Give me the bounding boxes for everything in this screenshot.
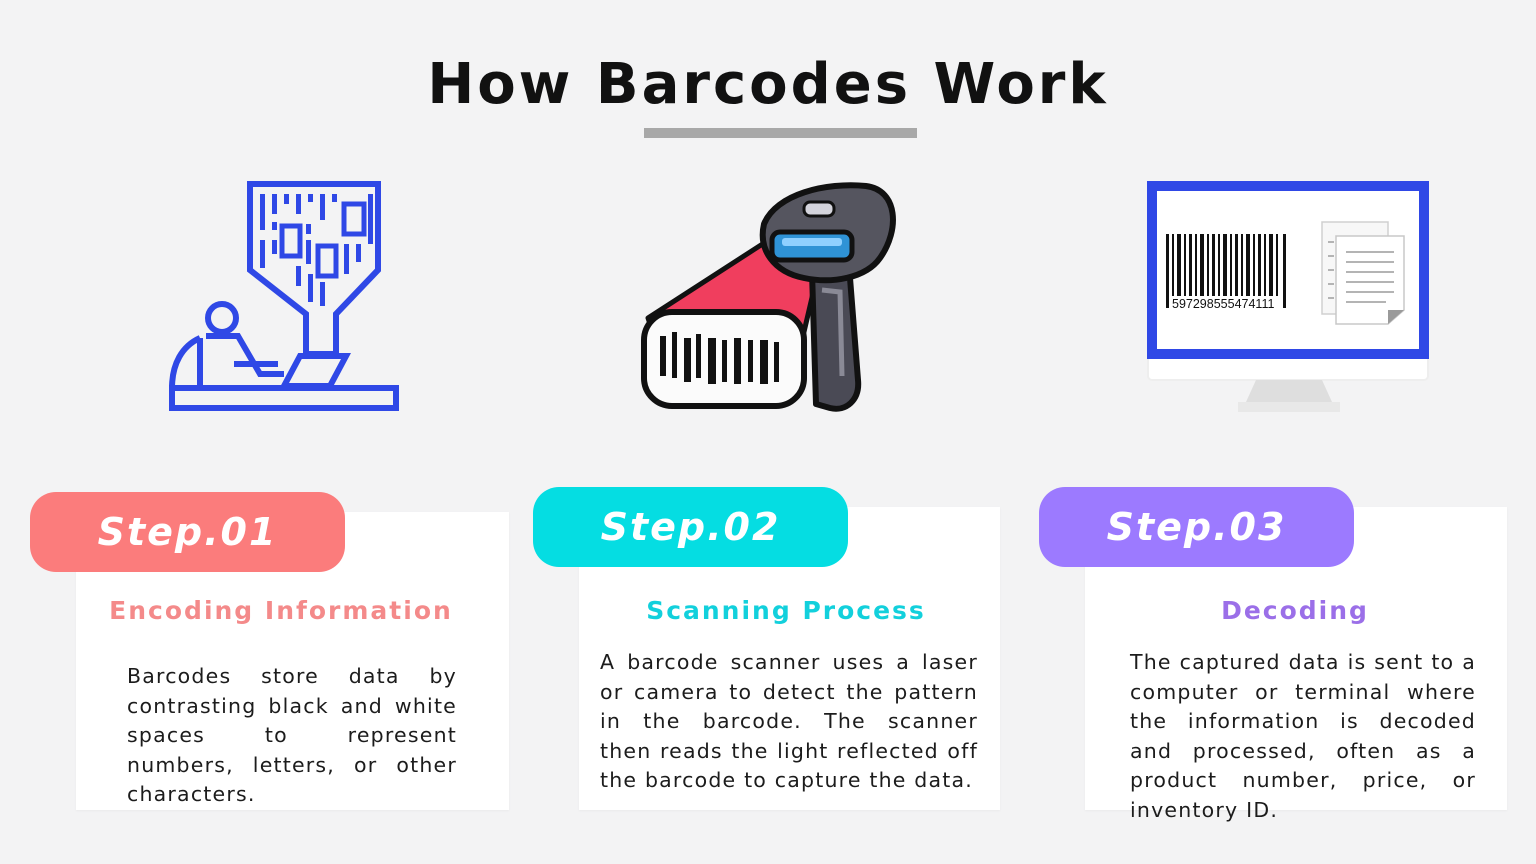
page-title: How Barcodes Work [427, 52, 1109, 117]
data-encoding-icon [169, 181, 399, 411]
step-heading-3: Decoding [1221, 596, 1369, 625]
step-body-3: The captured data is sent to a computer … [1130, 650, 1476, 822]
computer-monitor-barcode-icon: 597298555474111 [1147, 181, 1429, 412]
step-badge-1: Step.01 [30, 492, 345, 572]
step-body-1: Barcodes store data by contrasting black… [127, 664, 457, 806]
step-heading-1: Encoding Information [109, 596, 453, 625]
step-body-2: A barcode scanner uses a laser or camera… [600, 650, 978, 792]
monitor-barcode-number: 597298555474111 [1172, 297, 1274, 311]
step-badge-3: Step.03 [1039, 487, 1354, 567]
barcode-scanner-icon [641, 182, 896, 412]
title-underline [644, 128, 917, 138]
step-heading-2: Scanning Process [646, 596, 926, 625]
step-badge-2: Step.02 [533, 487, 848, 567]
